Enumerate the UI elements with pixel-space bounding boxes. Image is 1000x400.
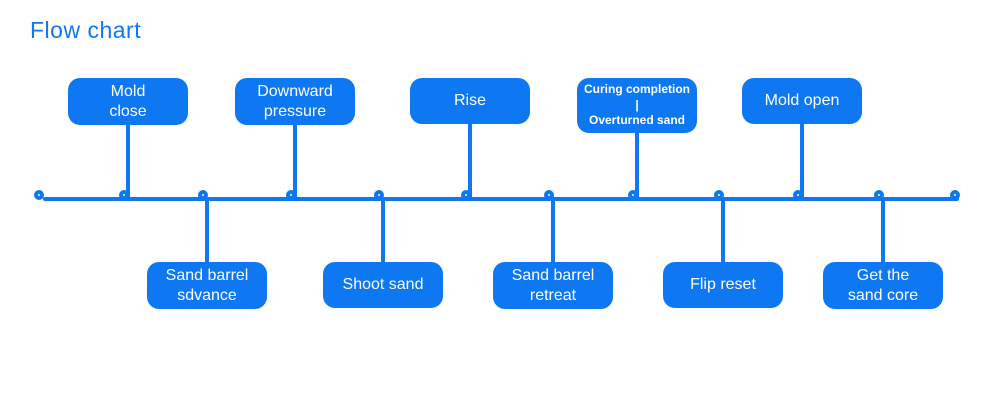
step-label: Downward bbox=[257, 83, 333, 100]
timeline-node bbox=[198, 190, 208, 200]
step-label: sdvance bbox=[177, 286, 237, 304]
step-label: pressure bbox=[263, 102, 327, 120]
step-connector bbox=[381, 199, 385, 266]
step-connector bbox=[205, 199, 209, 266]
step-box: Rise bbox=[410, 78, 530, 124]
step-label: Mold open bbox=[764, 92, 840, 110]
timeline-node bbox=[714, 190, 724, 200]
step-box: Sand barrel sdvance bbox=[147, 262, 267, 310]
step-box: Get the sand core bbox=[823, 262, 943, 310]
step-label: Flip reset bbox=[690, 276, 756, 294]
step-label: retreat bbox=[529, 286, 577, 304]
timeline-node bbox=[374, 190, 384, 200]
timeline-line bbox=[43, 197, 959, 201]
step-label: Shoot sand bbox=[342, 276, 424, 294]
page-title: Flow chart bbox=[30, 17, 142, 43]
step-connector bbox=[881, 199, 885, 266]
step-label: Get the bbox=[856, 267, 910, 284]
step-label: Sand barrel bbox=[511, 267, 595, 284]
step-connector bbox=[721, 199, 725, 266]
step-box: Downward pressure bbox=[235, 78, 355, 126]
timeline-node bbox=[874, 190, 884, 200]
step-connector bbox=[468, 120, 472, 199]
step-connector bbox=[800, 120, 804, 199]
timeline-node bbox=[950, 190, 960, 200]
step-box: Mold open bbox=[742, 78, 862, 124]
step-connector bbox=[551, 199, 555, 266]
step-box: Shoot sand bbox=[323, 262, 443, 308]
step-box: Curing completion|Overturned sand bbox=[577, 78, 697, 133]
timeline-node bbox=[461, 190, 471, 200]
step-connector bbox=[293, 120, 297, 199]
step-box: Mold close bbox=[68, 78, 188, 126]
timeline-node bbox=[119, 190, 129, 200]
step-label: Sand barrel bbox=[165, 267, 249, 284]
step-label: Rise bbox=[453, 92, 486, 110]
step-label: Curing completion bbox=[584, 82, 690, 96]
step-label: close bbox=[109, 102, 147, 120]
step-label: sand core bbox=[847, 286, 919, 304]
step-label: Mold bbox=[110, 83, 146, 100]
step-connector bbox=[126, 120, 130, 199]
timeline-node bbox=[793, 190, 803, 200]
timeline-node bbox=[628, 190, 638, 200]
step-label: Overturned sand bbox=[588, 113, 686, 128]
step-box: Flip reset bbox=[663, 262, 783, 308]
timeline-node bbox=[286, 190, 296, 200]
step-label: | bbox=[635, 97, 639, 112]
step-connector bbox=[635, 120, 639, 199]
step-box: Sand barrel retreat bbox=[493, 262, 613, 310]
timeline-node bbox=[34, 190, 44, 200]
timeline-node bbox=[544, 190, 554, 200]
